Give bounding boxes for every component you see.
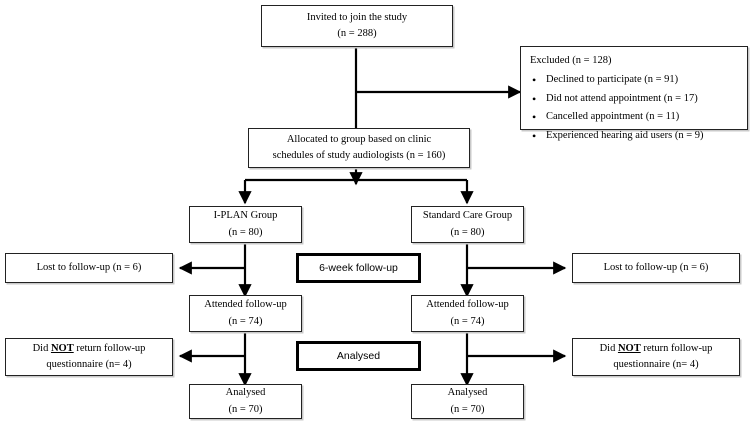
node-no-return-questionnaire-right-line2: questionnaire (n= 4) (613, 359, 699, 370)
node-iplan-group-line2: (n = 80) (228, 226, 263, 238)
node-attended-followup-right-line1: Attended follow-up (426, 299, 509, 311)
node-standard-care-group-line1: Standard Care Group (422, 210, 513, 222)
node-invited-line2: (n = 288) (337, 28, 377, 39)
list-item: Experienced hearing aid users (n = 9) (529, 127, 740, 146)
list-item: Did not attend appointment (n = 17) (529, 90, 740, 109)
node-analysed-right-line1: Analysed (447, 387, 488, 399)
node-iplan-group-line1: I-PLAN Group (213, 210, 278, 222)
list-item: Cancelled appointment (n = 11) (529, 108, 740, 127)
node-analysed-label: Analysed (296, 341, 421, 371)
node-no-return-questionnaire-left-line2: questionnaire (n= 4) (46, 359, 132, 370)
node-excluded-heading: Excluded (n = 128) (530, 55, 612, 66)
node-analysed-right: Analysed (n = 70) (411, 384, 524, 419)
node-allocated-line1: Allocated to group based on clinic (286, 133, 432, 145)
node-invited-line1: Invited to join the study (306, 11, 408, 23)
node-analysed-left-line1: Analysed (225, 387, 266, 399)
node-allocated: Allocated to group based on clinic sched… (248, 128, 470, 168)
node-lost-followup-right: Lost to follow-up (n = 6) (572, 253, 740, 283)
node-no-return-questionnaire-left: Did NOT return follow-up questionnaire (… (5, 338, 173, 376)
node-excluded: Excluded (n = 128) Declined to participa… (520, 46, 748, 146)
node-no-return-questionnaire-left-line1: Did NOT return follow-up (32, 342, 146, 354)
node-analysed-left: Analysed (n = 70) (189, 384, 302, 419)
node-six-week-followup: 6-week follow-up (296, 253, 421, 283)
node-attended-followup-right-line2: (n = 74) (450, 315, 485, 327)
node-analysed-label-line1: Analysed (336, 349, 381, 362)
node-no-return-questionnaire-right: Did NOT return follow-up questionnaire (… (572, 338, 740, 376)
node-excluded-list: Declined to participate (n = 91) Did not… (529, 71, 740, 146)
node-allocated-line2: schedules of study audiologists (n = 160… (272, 150, 446, 161)
node-attended-followup-right: Attended follow-up (n = 74) (411, 295, 524, 332)
node-six-week-followup-line1: 6-week follow-up (319, 261, 398, 274)
emphasis-not: NOT (50, 342, 74, 354)
list-item: Declined to participate (n = 91) (529, 71, 740, 90)
node-attended-followup-left-line1: Attended follow-up (204, 299, 287, 311)
node-analysed-right-line2: (n = 70) (450, 403, 485, 415)
node-lost-followup-left: Lost to follow-up (n = 6) (5, 253, 173, 283)
node-attended-followup-left: Attended follow-up (n = 74) (189, 295, 302, 332)
node-invited: Invited to join the study (n = 288) (261, 5, 453, 47)
node-standard-care-group: Standard Care Group (n = 80) (411, 206, 524, 243)
node-lost-followup-left-line1: Lost to follow-up (n = 6) (36, 261, 142, 273)
node-lost-followup-right-line1: Lost to follow-up (n = 6) (603, 261, 709, 273)
node-analysed-left-line2: (n = 70) (228, 403, 263, 415)
emphasis-not: NOT (617, 342, 641, 354)
node-attended-followup-left-line2: (n = 74) (228, 315, 263, 327)
node-iplan-group: I-PLAN Group (n = 80) (189, 206, 302, 243)
node-standard-care-group-line2: (n = 80) (450, 226, 485, 238)
node-no-return-questionnaire-right-line1: Did NOT return follow-up (599, 342, 713, 354)
